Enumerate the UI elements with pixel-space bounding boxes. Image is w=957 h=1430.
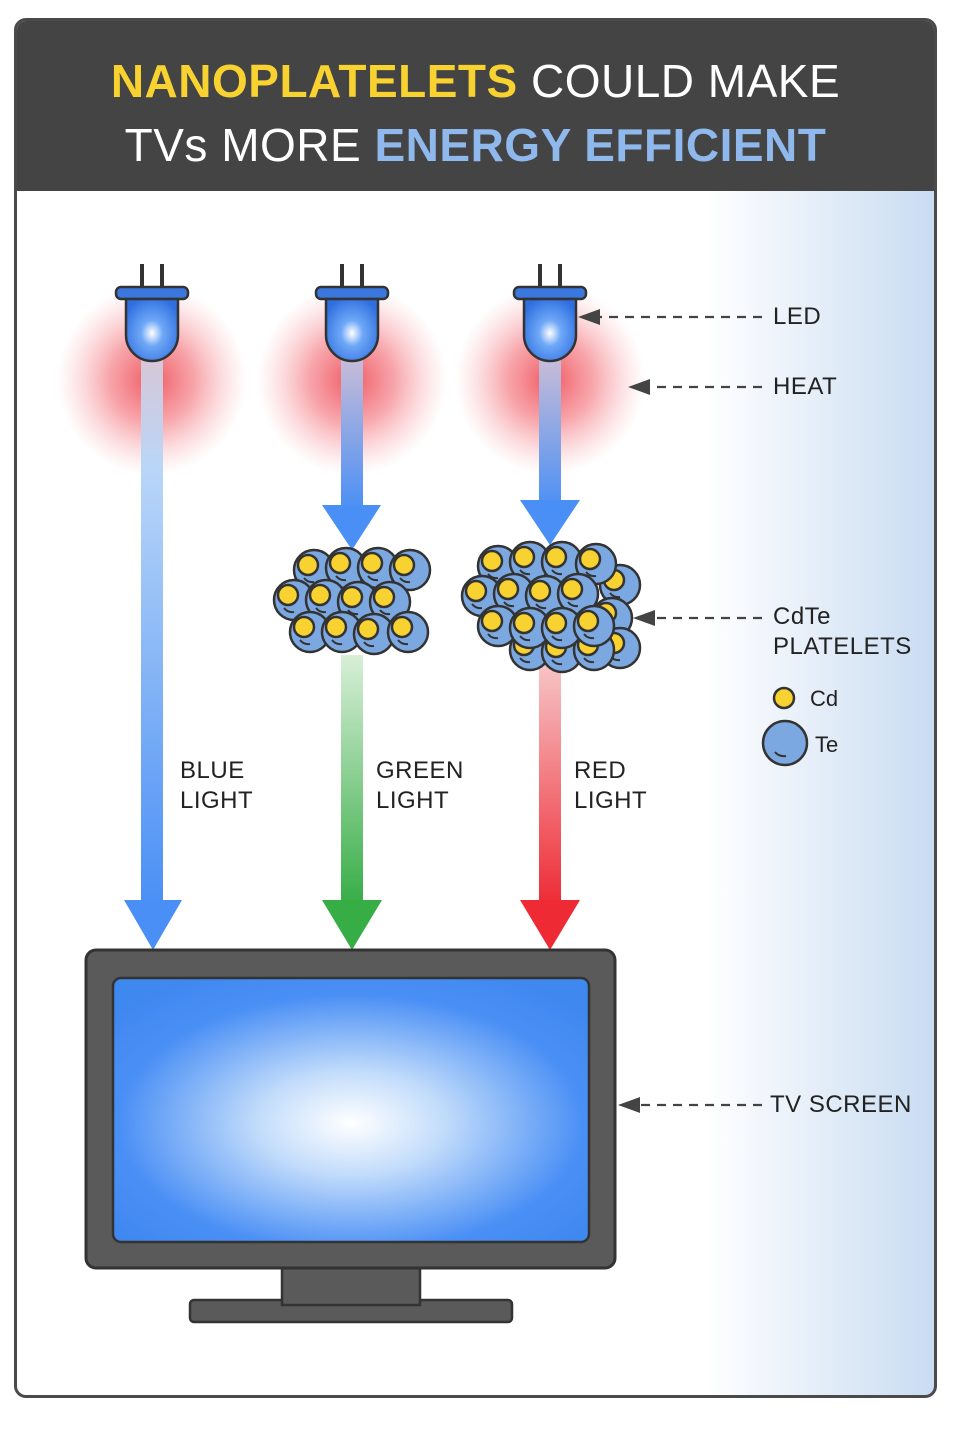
led-bulb-icon [314,264,390,363]
title-banner: NANOPLATELETS COULD MAKE TVs MORE ENERGY… [17,21,934,191]
title-line1-rest: COULD MAKE [517,55,841,107]
callout-lines [600,315,762,1107]
blue-light-label-line2: LIGHT [180,787,254,814]
blue-light-label-line1: BLUE [180,757,245,784]
green-light-label: GREEN LIGHT [376,756,464,816]
green-light-label-line1: GREEN [376,757,464,784]
cd-atom-icon [772,686,796,710]
blue-light-beam [124,360,182,950]
callout-tv-screen: TV SCREEN [770,1091,912,1118]
callout-arrowheads [578,309,655,1113]
tv-screen [111,976,591,1244]
red-light-label-line2: LIGHT [574,787,648,814]
title-line2-start: TVs MORE [124,119,375,171]
red-light-label-line1: RED [574,757,627,784]
tv-icon [84,948,617,1324]
blue-beam-to-platelets-red [520,360,580,545]
led-bulb-icon [114,264,190,363]
callout-led: LED [773,303,822,330]
cdte-platelet-cluster-red [460,540,642,674]
plug-prongs-icon [140,264,164,290]
legend-cd-label: Cd [810,686,839,711]
title-highlight-energy: ENERGY EFFICIENT [374,119,827,171]
title-line-2: TVs MORE ENERGY EFFICIENT [17,113,934,177]
cdte-platelet-cluster-green [272,546,432,656]
green-light-label-line2: LIGHT [376,787,450,814]
title-highlight-nanoplatelets: NANOPLATELETS [110,55,518,107]
title-line-1: NANOPLATELETS COULD MAKE [17,49,934,113]
led-bulb-icon [512,264,588,363]
te-atom-icon [761,719,809,767]
red-light-beam [520,665,580,950]
callout-platelets: CdTe PLATELETS [773,602,912,662]
legend-te-label: Te [815,732,839,757]
callout-platelets-line1: CdTe [773,603,832,630]
callout-heat: HEAT [773,373,838,400]
callout-platelets-line2: PLATELETS [773,633,912,660]
blue-beam-to-platelets-green [322,360,381,550]
blue-light-label: BLUE LIGHT [180,756,253,816]
green-light-beam [322,655,382,950]
page-title: NANOPLATELETS COULD MAKE TVs MORE ENERGY… [17,49,934,177]
red-light-label: RED LIGHT [574,756,647,816]
